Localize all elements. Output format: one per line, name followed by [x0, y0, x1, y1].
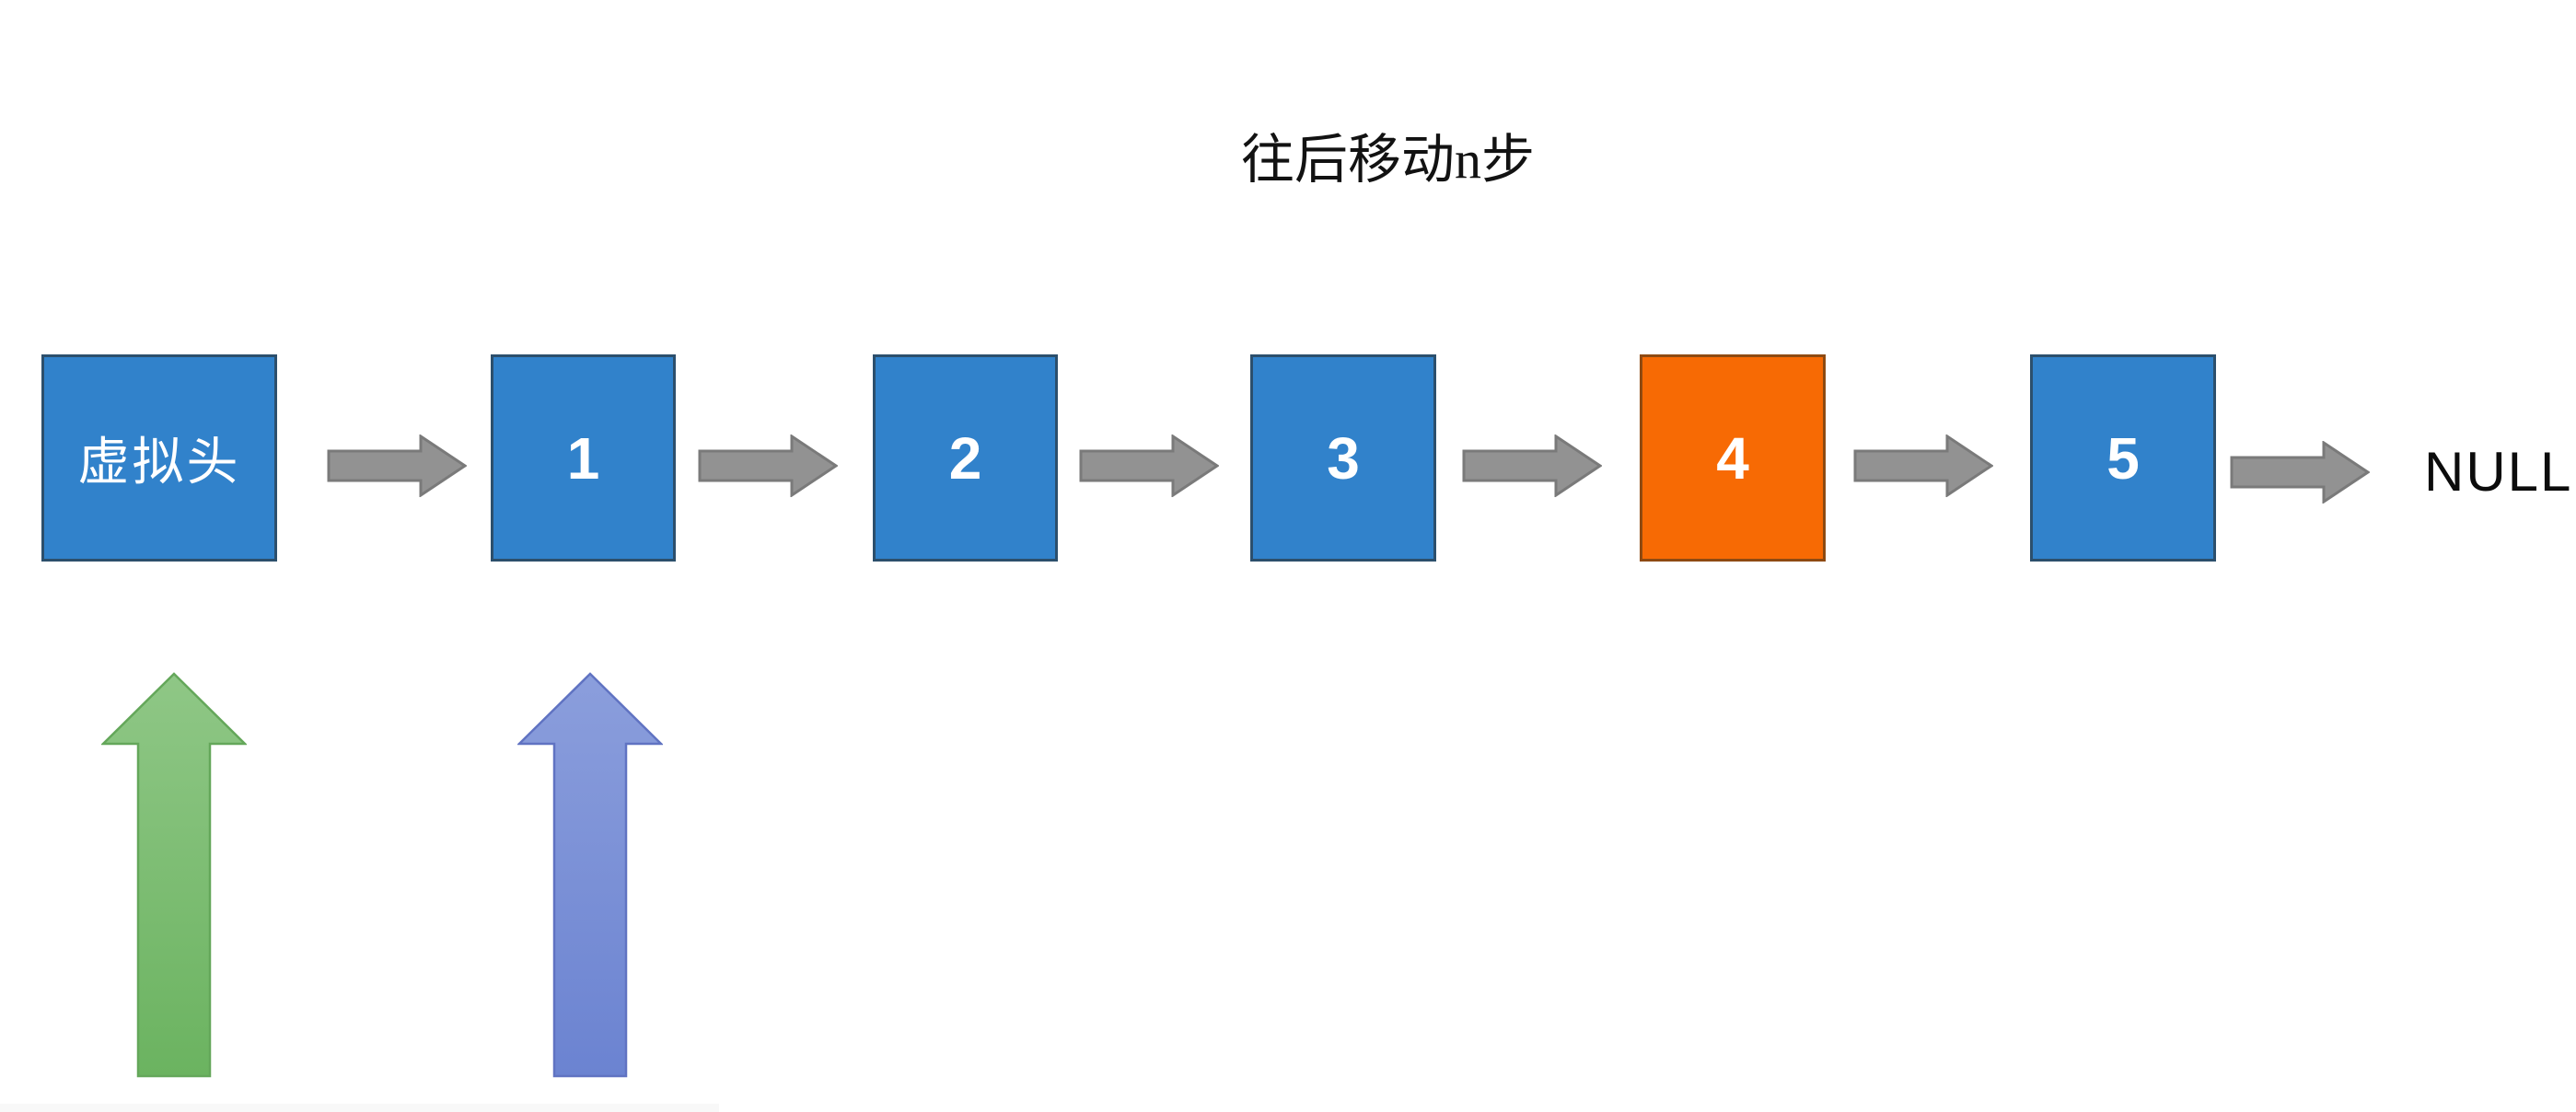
green-up-arrow-icon [101, 672, 247, 1078]
blue-up-arrow-icon [517, 672, 663, 1078]
node-2: 2 [873, 354, 1058, 562]
node-label: 2 [948, 424, 982, 492]
next-pointer-arrow-icon [1853, 434, 1993, 497]
next-pointer-arrow-icon [2230, 441, 2370, 504]
node-4-highlighted: 4 [1640, 354, 1826, 562]
node-1: 1 [491, 354, 676, 562]
bottom-edge-band [0, 1104, 719, 1112]
node-label: 3 [1327, 424, 1360, 492]
node-label: 5 [2106, 424, 2140, 492]
next-pointer-arrow-icon [1079, 434, 1219, 497]
node-label: 虚拟头 [77, 434, 241, 492]
next-pointer-arrow-icon [698, 434, 838, 497]
next-pointer-arrow-icon [1462, 434, 1602, 497]
node-5: 5 [2030, 354, 2216, 562]
node-dummy-head: 虚拟头 [41, 354, 277, 562]
next-pointer-arrow-icon [327, 434, 467, 497]
diagram-title: 往后移动n步 [1241, 130, 1536, 190]
node-3: 3 [1250, 354, 1436, 562]
null-terminator-label: NULL [2424, 441, 2573, 503]
node-label: 4 [1716, 424, 1749, 492]
node-label: 1 [566, 424, 600, 492]
